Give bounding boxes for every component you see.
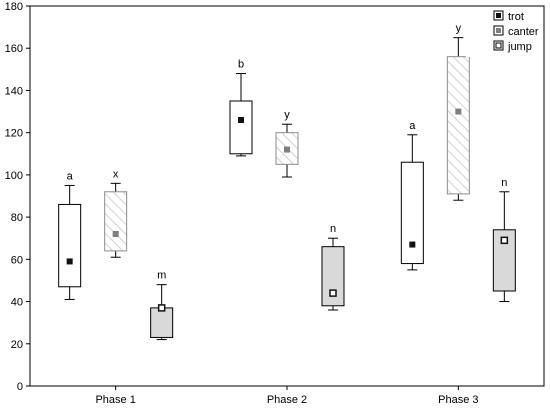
y-tick-label: 140 (5, 85, 23, 97)
y-tick-label: 120 (5, 128, 23, 140)
legend-label-jump: jump (507, 41, 532, 53)
median-marker-trot (238, 117, 244, 123)
median-marker-jump (329, 289, 337, 297)
significance-label: m (157, 270, 166, 282)
median-marker-canter (455, 108, 462, 115)
x-tick-label: Phase 2 (267, 394, 307, 406)
median-marker-jump (157, 304, 166, 312)
box-trot (58, 203, 82, 288)
y-tick-label: 60 (11, 254, 23, 266)
median-marker-canter (284, 146, 290, 153)
median-marker-jump (500, 236, 509, 245)
y-tick-label: 0 (17, 381, 23, 393)
significance-label: n (330, 223, 336, 235)
legend-marker-trot (496, 13, 501, 18)
significance-label: b (238, 59, 244, 71)
legend-label-trot: trot (508, 11, 524, 23)
box-jump (321, 246, 345, 307)
box-trot (400, 161, 424, 265)
box-canter (104, 191, 128, 252)
significance-label: x (113, 168, 119, 180)
median-marker-trot (66, 258, 73, 265)
y-tick-label: 40 (11, 297, 23, 309)
box-canter (446, 56, 470, 195)
median-marker-trot (409, 241, 416, 248)
x-tick-label: Phase 3 (438, 394, 478, 406)
box-jump (150, 307, 174, 338)
significance-label: n (501, 177, 507, 189)
box-jump (492, 229, 516, 292)
y-tick-label: 180 (5, 1, 23, 13)
y-tick-label: 160 (5, 43, 23, 55)
legend-marker-canter (496, 28, 501, 33)
median-marker-canter (112, 231, 119, 237)
legend-label-canter: canter (508, 26, 539, 38)
y-tick-label: 80 (11, 212, 23, 224)
significance-label: a (409, 120, 416, 132)
y-tick-label: 100 (5, 170, 23, 182)
legend-box (466, 7, 542, 57)
y-tick-label: 20 (11, 339, 23, 351)
legend-marker-jump (495, 42, 502, 49)
significance-label: y (456, 23, 462, 35)
significance-label: y (284, 109, 290, 121)
box-trot (229, 100, 253, 155)
significance-label: a (67, 170, 74, 182)
x-tick-label: Phase 1 (95, 394, 135, 406)
